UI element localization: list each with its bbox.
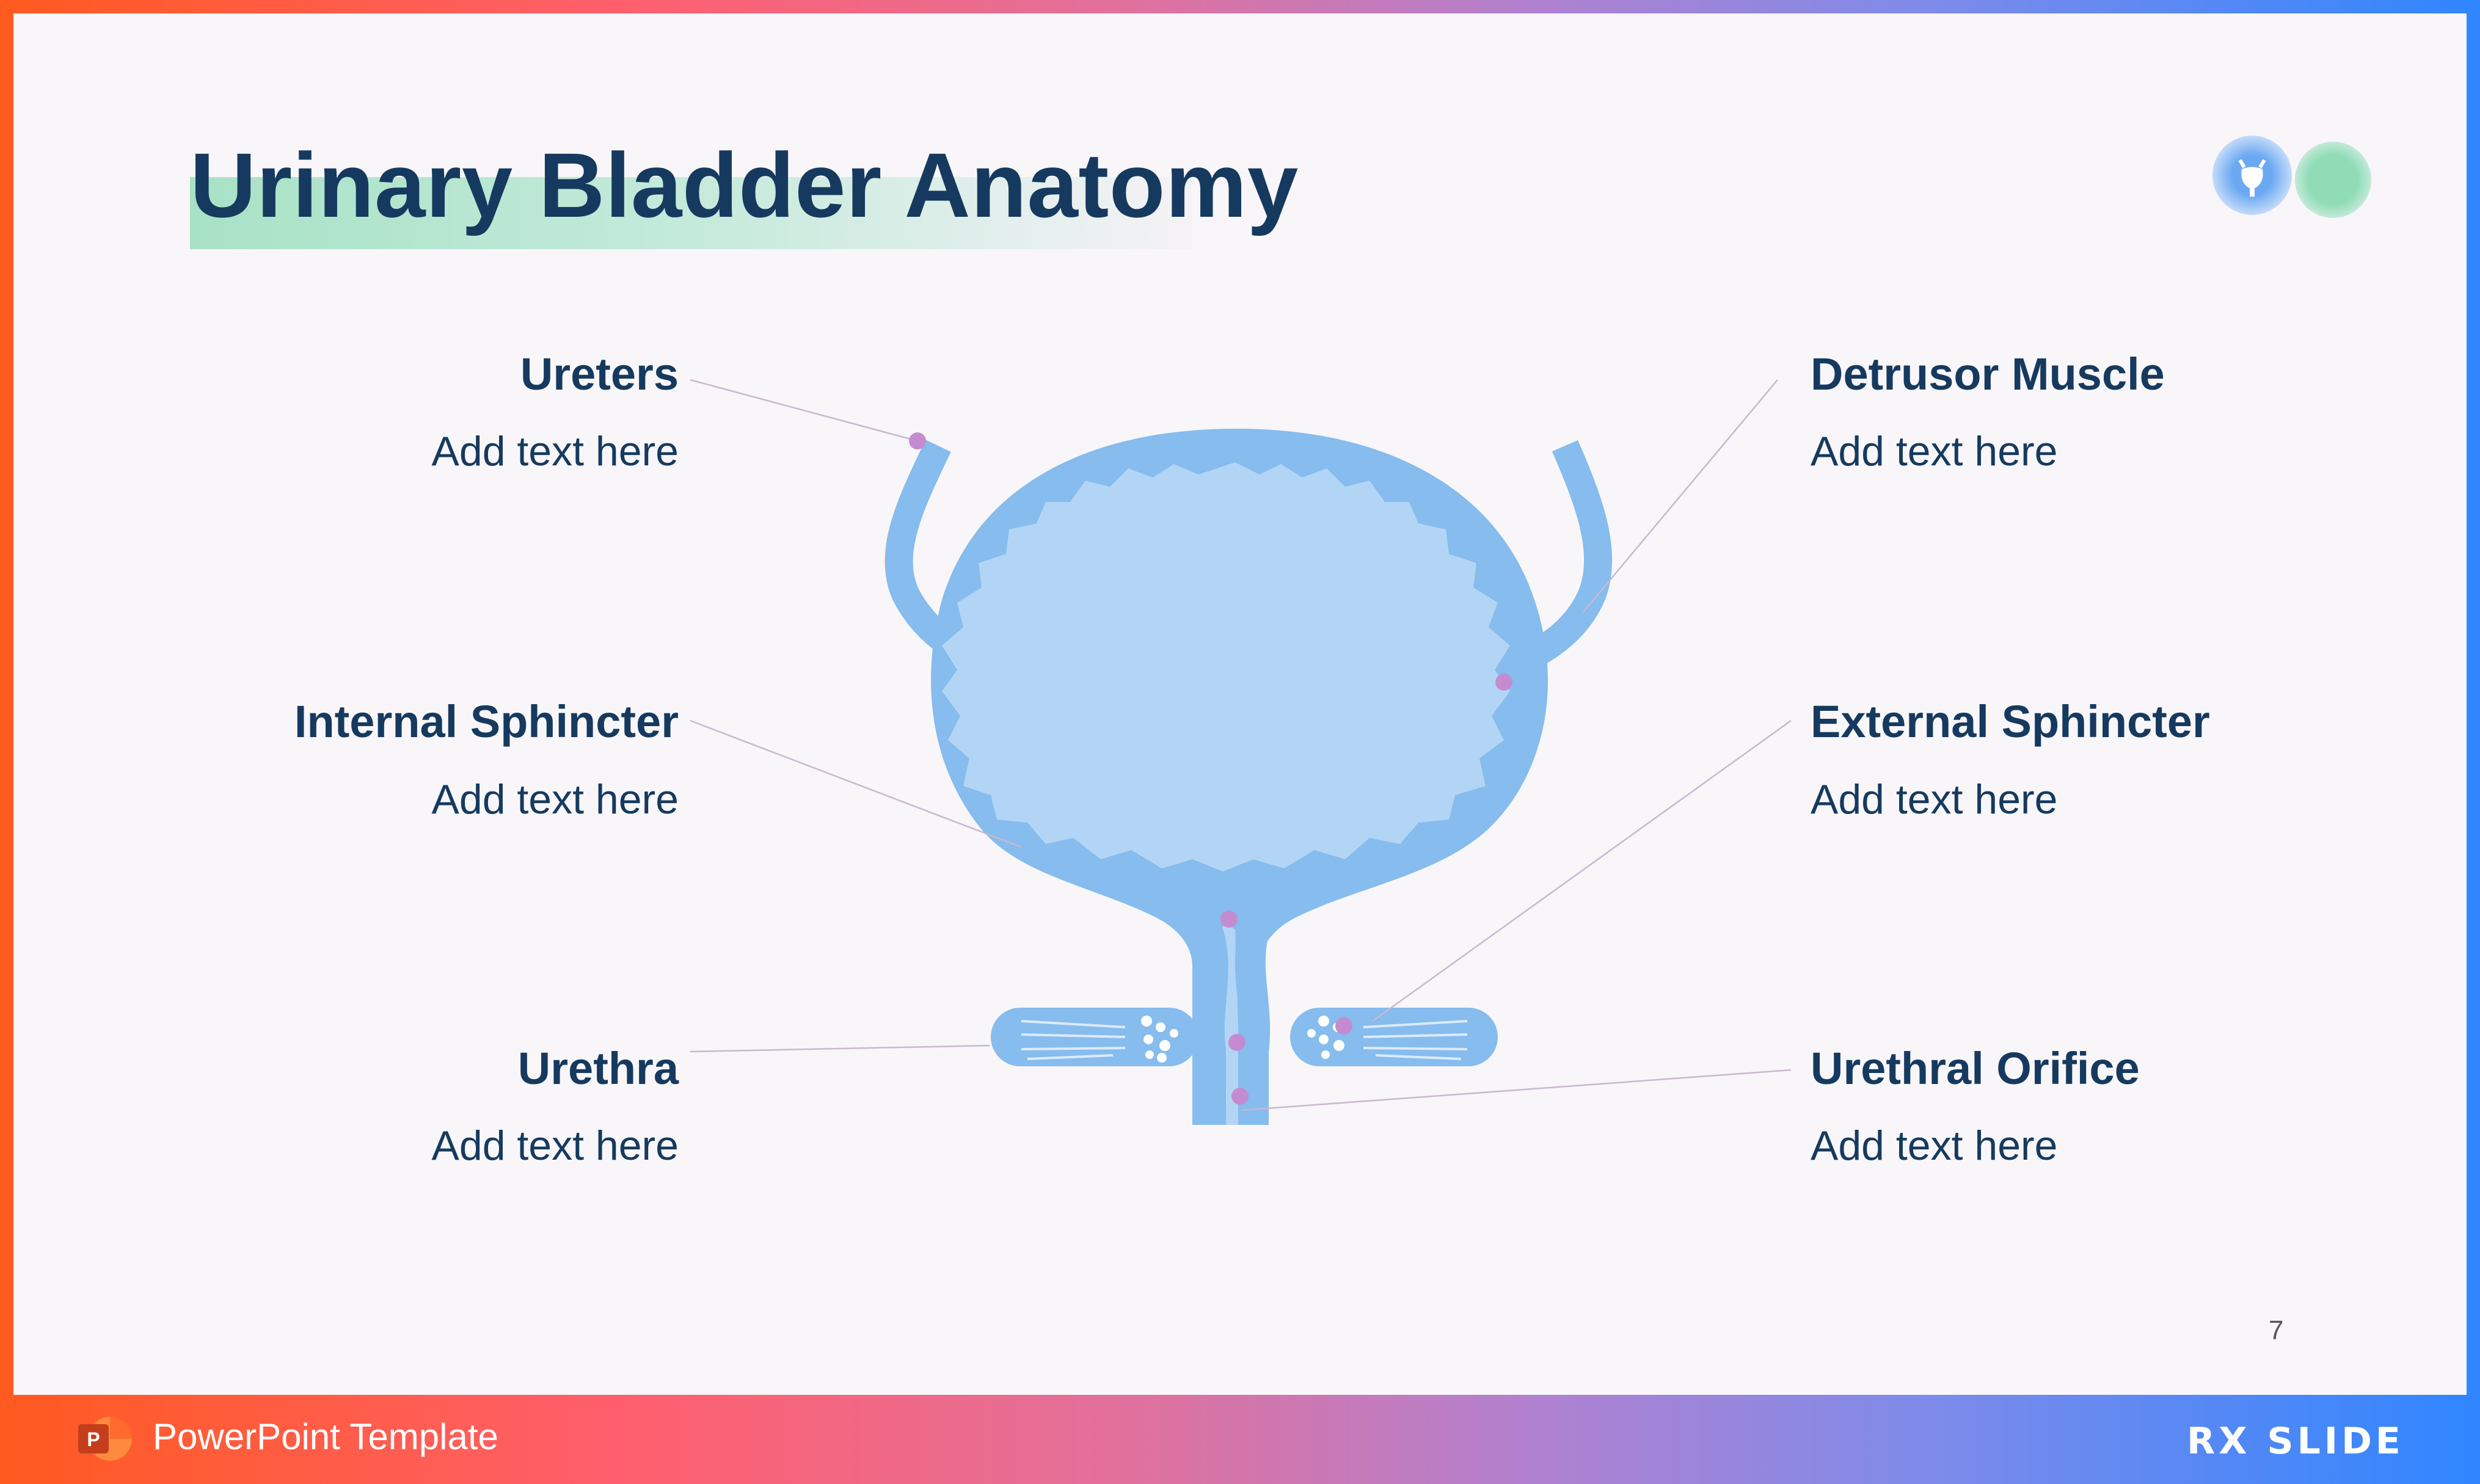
right-ureter xyxy=(1515,440,1613,674)
svg-text:P: P xyxy=(87,1428,100,1450)
urethra-wall-left xyxy=(1190,917,1228,1125)
bladder-icon xyxy=(2212,136,2292,215)
decorative-circle xyxy=(2295,142,2371,218)
label-internal-sphincter-text: Add text here xyxy=(431,776,679,823)
title-highlight xyxy=(190,177,1192,249)
urethra-wall-right xyxy=(1235,918,1271,1125)
external-sphincter-right xyxy=(1290,1008,1498,1066)
label-urethra-title: Urethra xyxy=(517,1043,679,1094)
pointer-dots xyxy=(909,432,1512,1105)
slide: Urinary Bladder Anatomy Ureters Add text… xyxy=(13,13,2467,1395)
slide-title: Urinary Bladder Anatomy xyxy=(190,134,1299,236)
powerpoint-icon: P xyxy=(76,1414,134,1463)
svg-text:RX SLIDES: RX SLIDES xyxy=(2187,1420,2407,1463)
label-detrusor-muscle-text: Add text here xyxy=(1811,428,2058,475)
bladder-lumen xyxy=(942,462,1510,871)
label-external-sphincter-title: External Sphincter xyxy=(1811,696,2210,747)
label-urethra-text: Add text here xyxy=(431,1122,679,1169)
leader-lines xyxy=(690,379,1792,1111)
brand-logo: RX SLIDES xyxy=(2187,1416,2431,1464)
label-internal-sphincter-title: Internal Sphincter xyxy=(294,696,679,747)
label-ureters-title: Ureters xyxy=(520,349,679,399)
label-external-sphincter-text: Add text here xyxy=(1811,776,2058,823)
label-detrusor-muscle-title: Detrusor Muscle xyxy=(1811,349,2165,399)
label-ureters-text: Add text here xyxy=(431,428,679,475)
page-number: 7 xyxy=(2269,1315,2284,1345)
label-urethral-orifice-text: Add text here xyxy=(1811,1122,2058,1169)
label-urethral-orifice-title: Urethral Orifice xyxy=(1811,1043,2140,1094)
footer-template-label: PowerPoint Template xyxy=(153,1416,498,1457)
external-sphincter-left xyxy=(991,1008,1198,1066)
bladder-diagram xyxy=(690,379,1792,1125)
